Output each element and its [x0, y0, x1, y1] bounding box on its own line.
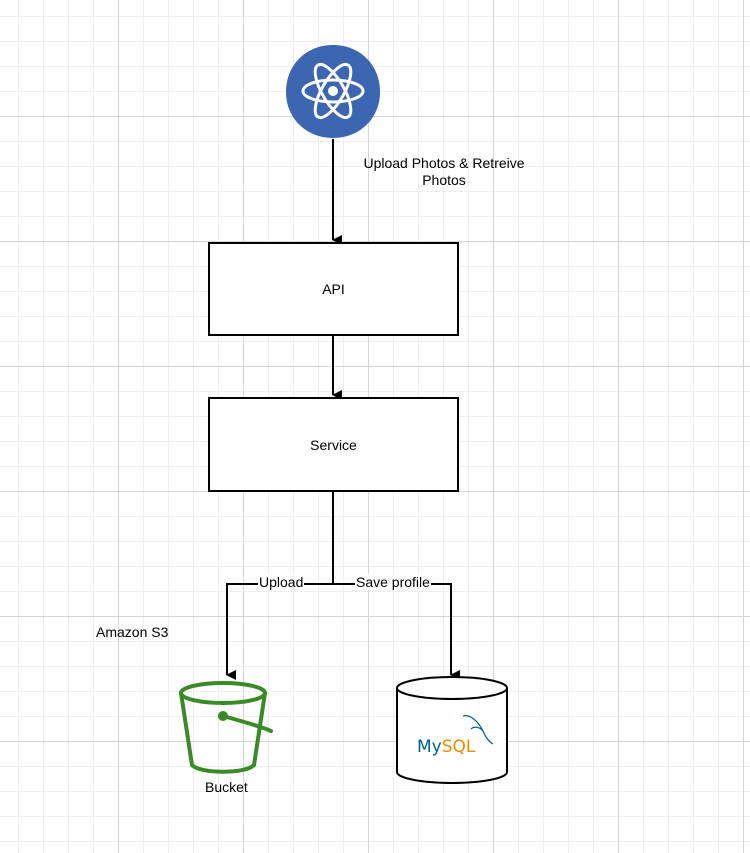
api-node[interactable]: API: [208, 242, 459, 336]
s3-bucket-icon: [179, 681, 273, 774]
service-node[interactable]: Service: [208, 397, 459, 492]
bucket-label: Bucket: [205, 779, 248, 795]
client-edge-label: Upload Photos & Retreive Photos: [363, 155, 525, 189]
dolphin-icon: [462, 715, 494, 745]
mysql-logo-text: MySQL: [417, 737, 476, 757]
react-atom-icon: [286, 45, 380, 138]
mysql-database-icon: MySQL: [396, 676, 508, 784]
mysql-logo: MySQL: [417, 715, 494, 757]
amazon-s3-group-label: Amazon S3: [96, 624, 169, 640]
service-node-label: Service: [310, 436, 357, 453]
upload-edge-label: Upload: [258, 574, 305, 590]
save-profile-edge-label: Save profile: [355, 574, 431, 590]
api-node-label: API: [322, 281, 345, 297]
client-edge-label-line1: Upload Photos & Retreive: [363, 155, 525, 171]
database-cylinder: [396, 688, 508, 784]
edge-service-to-database: [333, 583, 460, 680]
client-edge-label-line2: Photos: [422, 172, 466, 188]
